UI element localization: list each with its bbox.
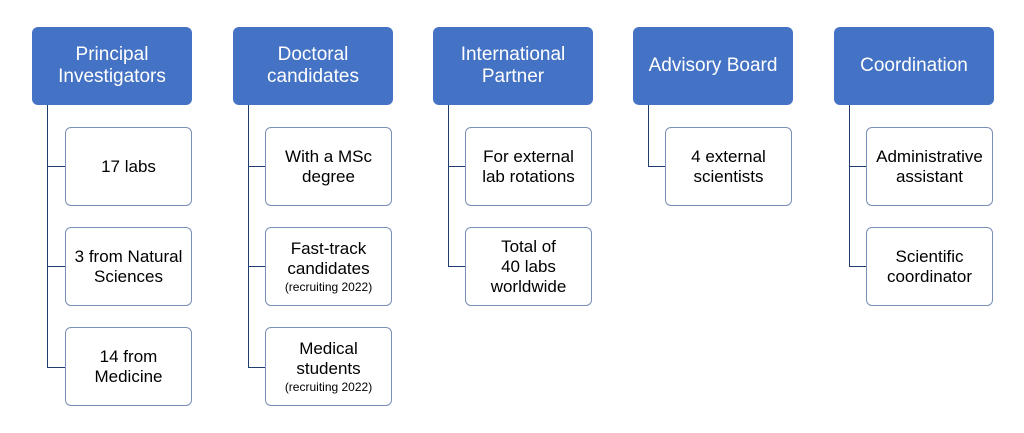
header-international-partner: International Partner bbox=[433, 27, 593, 105]
box-msc-degree: With a MSc degree bbox=[265, 127, 392, 206]
box-external-rotations: For external lab rotations bbox=[465, 127, 592, 206]
header-principal-investigators: Principal Investigators bbox=[32, 27, 192, 105]
header-doctoral-candidates: Doctoral candidates bbox=[233, 27, 393, 105]
box-40-labs: Total of 40 labs worldwide bbox=[465, 227, 592, 306]
box-note: (recruiting 2022) bbox=[284, 380, 373, 394]
box-note: (recruiting 2022) bbox=[284, 280, 373, 294]
box-label: Total of 40 labs worldwide bbox=[490, 236, 567, 296]
box-label: 14 from Medicine bbox=[94, 346, 163, 386]
vertical-connector bbox=[448, 105, 449, 267]
box-label: 17 labs bbox=[101, 156, 156, 176]
horizontal-connector bbox=[248, 266, 265, 267]
box-label: With a MSc degree bbox=[285, 146, 372, 186]
horizontal-connector bbox=[849, 266, 866, 267]
box-17-labs: 17 labs bbox=[65, 127, 192, 206]
box-administrative-assistant: Administrative assistant bbox=[866, 127, 993, 206]
box-medicine: 14 from Medicine bbox=[65, 327, 192, 406]
horizontal-connector bbox=[248, 367, 265, 368]
box-label: Scientific coordinator bbox=[886, 246, 973, 286]
vertical-connector bbox=[849, 105, 850, 267]
header-coordination: Coordination bbox=[834, 27, 994, 105]
vertical-connector bbox=[248, 105, 249, 368]
box-medical-students: Medical students (recruiting 2022) bbox=[265, 327, 392, 406]
box-natural-sciences: 3 from Natural Sciences bbox=[65, 227, 192, 306]
horizontal-connector bbox=[448, 166, 465, 167]
box-label: Administrative assistant bbox=[876, 146, 983, 186]
horizontal-connector bbox=[648, 166, 665, 167]
box-fast-track: Fast-track candidates (recruiting 2022) bbox=[265, 227, 392, 306]
horizontal-connector bbox=[248, 166, 265, 167]
horizontal-connector bbox=[47, 166, 65, 167]
horizontal-connector bbox=[448, 266, 465, 267]
horizontal-connector bbox=[47, 367, 65, 368]
box-label: For external lab rotations bbox=[482, 146, 575, 186]
box-label: Medical students bbox=[296, 339, 361, 378]
box-label: 4 external scientists bbox=[691, 146, 766, 186]
box-label: Fast-track candidates bbox=[287, 239, 370, 278]
box-external-scientists: 4 external scientists bbox=[665, 127, 792, 206]
horizontal-connector bbox=[849, 166, 866, 167]
box-scientific-coordinator: Scientific coordinator bbox=[866, 227, 993, 306]
vertical-connector bbox=[648, 105, 649, 167]
horizontal-connector bbox=[47, 266, 65, 267]
box-label: 3 from Natural Sciences bbox=[74, 246, 183, 286]
vertical-connector bbox=[47, 105, 48, 368]
header-advisory-board: Advisory Board bbox=[633, 27, 793, 105]
